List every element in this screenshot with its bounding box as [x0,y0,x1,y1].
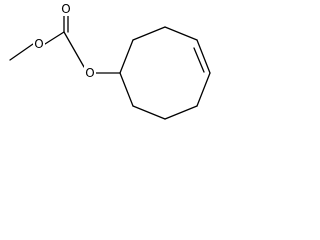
ring-bond-2 [132,26,166,41]
ring-bond-5 [196,72,211,107]
carbonyl-oxygen-label: O [61,2,70,16]
bond-methoxy-oxygen-to-carbonyl-carbon [44,31,65,45]
ring-bond-1 [119,39,134,74]
ester-oxygen-label: O [85,66,94,80]
ring-bond-4-double-inner [193,47,205,73]
ring-bond-6 [164,105,198,120]
chemical-structure: O O O [9,2,211,120]
ring-bond-7 [132,105,166,120]
ring-bond-3 [164,26,198,41]
bond-methyl-to-methoxy-oxygen [9,43,34,61]
ring-bond-8 [119,72,134,107]
methoxy-oxygen-label: O [34,37,43,51]
bond-carbonyl-carbon-to-ester-oxygen [63,31,85,68]
ring-bond-4-double-outer [196,39,211,74]
